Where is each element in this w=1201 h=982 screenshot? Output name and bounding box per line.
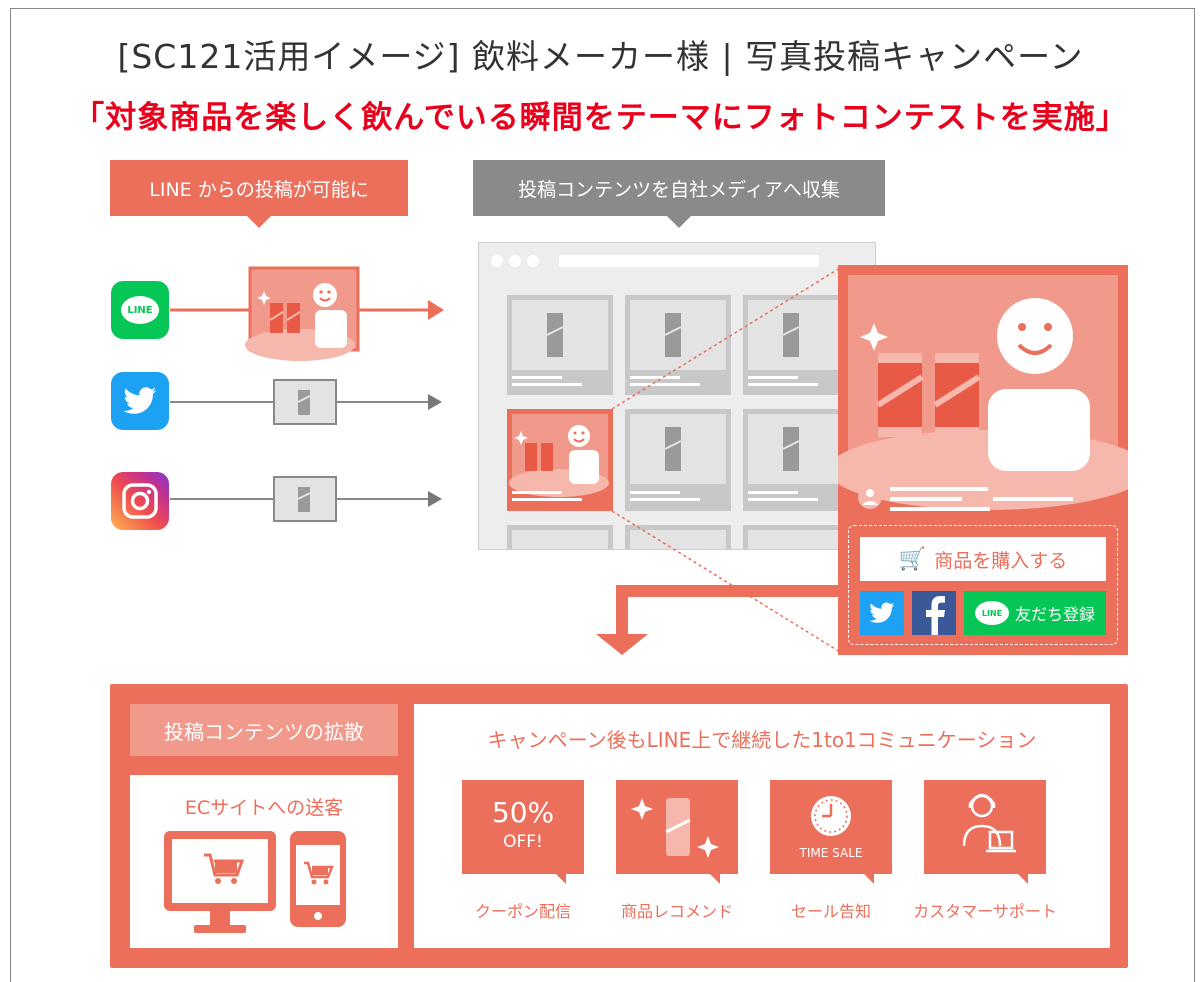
coupon-feature-bubble: 50% OFF! — [462, 780, 584, 884]
line-post-tag-label: LINE からの投稿が可能に — [149, 178, 369, 201]
twitter-icon — [111, 372, 169, 430]
sparkle-icon — [860, 323, 888, 351]
page-title: [SC121活用イメージ] 飲料メーカー様 | 写真投稿キャンペーン — [117, 37, 1084, 76]
instagram-photo-thumbnail — [273, 476, 337, 522]
coupon-percent: 50% — [491, 796, 555, 829]
time-sale-text: TIME SALE — [799, 846, 863, 860]
media-grid-svg — [479, 243, 875, 549]
instagram-camera-icon — [122, 483, 158, 519]
sparkle-icon — [631, 798, 653, 820]
ec-devices-svg — [164, 831, 346, 933]
facebook-share-button[interactable] — [912, 591, 956, 635]
customer-support-icon — [962, 793, 1016, 853]
smartphone-icon — [290, 831, 346, 927]
line-flow-arrowhead — [428, 300, 444, 320]
media-grid-tile — [743, 295, 849, 395]
collect-tag-label: 投稿コンテンツを自社メディアへ収集 — [518, 178, 840, 201]
sparkle-icon — [988, 417, 1016, 445]
line-friend-button[interactable]: LINE 友だち登録 — [964, 591, 1106, 635]
down-arrow-connector — [596, 585, 840, 655]
line-logo-icon: LINE — [974, 601, 1009, 625]
address-bar — [559, 255, 819, 267]
line-icon: LINE — [111, 281, 169, 339]
recommend-label: 商品レコメンド — [620, 902, 733, 921]
communication-box: キャンペーン後もLINE上で継続した1to1コミュニケーション 50% OFF!… — [414, 704, 1110, 948]
desktop-monitor-icon — [164, 831, 276, 933]
line-friend-button-label: 友だち登録 — [1014, 605, 1095, 624]
collect-tag: 投稿コンテンツを自社メディアへ収集 — [473, 160, 885, 228]
drink-can-icon — [878, 353, 922, 437]
window-dot-icon — [509, 255, 521, 267]
line-photo-thumbnail — [245, 266, 360, 361]
twitter-icon — [869, 602, 895, 623]
instagram-icon — [111, 472, 169, 530]
post-detail-photo — [828, 275, 1148, 511]
line-post-tag: LINE からの投稿が可能に — [110, 160, 408, 228]
coupon-label: クーポン配信 — [474, 902, 571, 921]
window-dot-icon — [491, 255, 503, 267]
smiley-face-icon — [997, 298, 1073, 374]
post-detail-card: 🛒 商品を購入する LINE 友だち登録 — [828, 265, 1148, 655]
sparkle-icon — [697, 836, 719, 858]
facebook-icon — [926, 596, 945, 635]
purchase-button-label: 商品を購入する — [934, 549, 1068, 572]
recommend-feature-bubble — [616, 780, 738, 884]
page-subtitle: 「対象商品を楽しく飲んでいる瞬間をテーマにフォトコンテストを実施」 — [73, 100, 1128, 136]
twitter-share-button[interactable] — [860, 591, 904, 635]
sale-label: セール告知 — [790, 902, 871, 921]
instagram-flow-arrowhead — [428, 491, 442, 507]
diffuse-tag-label: 投稿コンテンツの拡散 — [164, 719, 364, 744]
window-dot-icon — [527, 255, 539, 267]
diffuse-tag: 投稿コンテンツの拡散 — [130, 704, 398, 756]
twitter-bird-icon — [123, 387, 157, 414]
twitter-flow-arrowhead — [428, 394, 442, 410]
coupon-off: OFF! — [503, 832, 543, 852]
product-recommend-icon — [631, 798, 719, 858]
media-grid-tile — [507, 295, 613, 395]
media-browser-window — [478, 242, 876, 550]
zoom-line-top — [611, 267, 841, 410]
communication-title: キャンペーン後もLINE上で継続した1to1コミュニケーション — [487, 728, 1037, 752]
shopping-cart-icon: 🛒 — [898, 546, 927, 572]
zoom-line-bottom — [611, 510, 841, 653]
sale-feature-bubble: TIME SALE — [770, 780, 892, 884]
ec-label: ECサイトへの送客 — [184, 797, 344, 819]
media-grid-tile — [625, 409, 731, 511]
line-logo-bubble: LINE — [121, 296, 159, 324]
support-feature-bubble — [924, 780, 1046, 884]
media-grid-tile-highlighted — [507, 409, 613, 511]
purchase-button[interactable]: 🛒 商品を購入する — [860, 537, 1106, 581]
media-grid-tile — [743, 409, 849, 511]
twitter-photo-thumbnail — [273, 379, 337, 425]
support-label: カスタマーサポート — [913, 902, 1057, 921]
drink-can-icon — [935, 353, 979, 437]
media-grid-tile — [625, 295, 731, 395]
action-box — [848, 525, 1118, 645]
ec-traffic-box: ECサイトへの送客 — [130, 775, 398, 948]
clock-icon — [811, 796, 851, 836]
outer-frame — [10, 8, 1195, 982]
